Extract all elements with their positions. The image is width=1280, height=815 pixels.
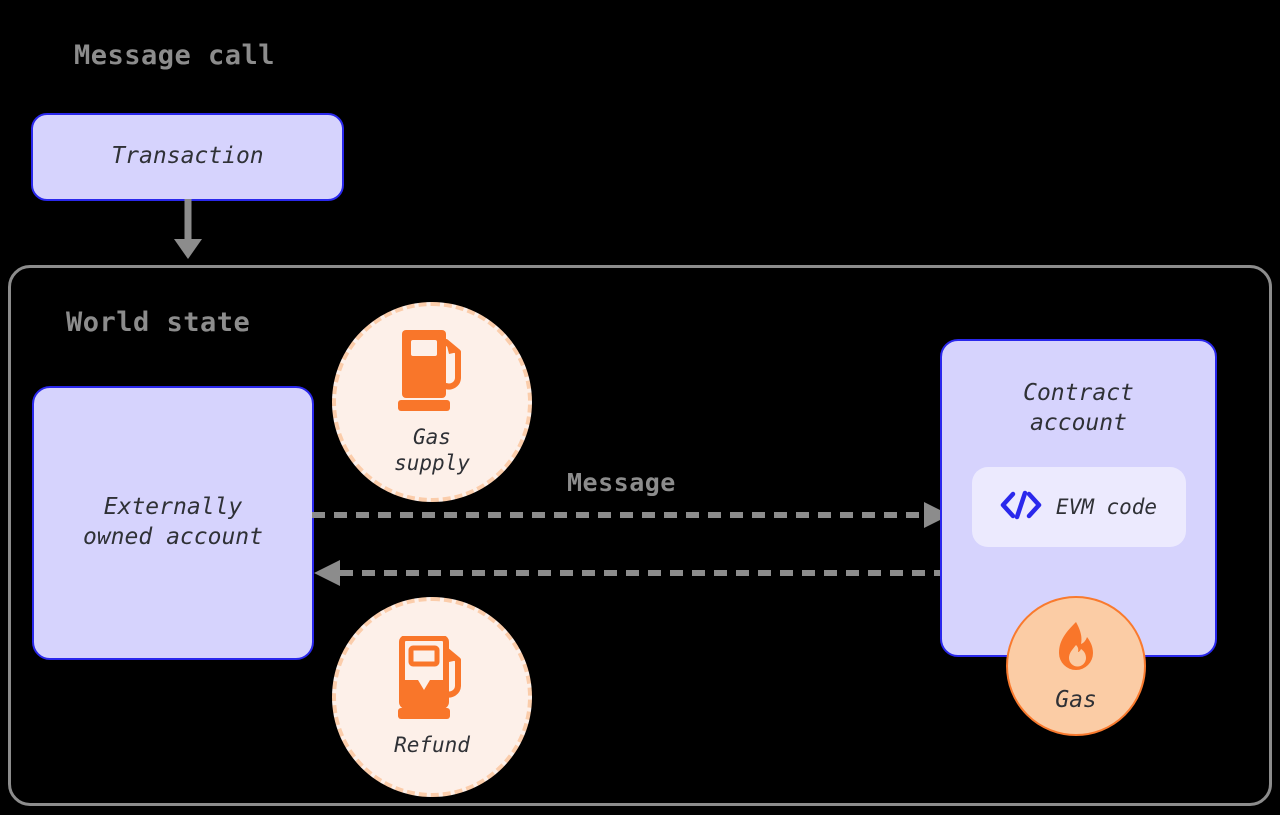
world-state-container — [8, 265, 1272, 806]
contract-label-line1: Contract — [1023, 380, 1134, 406]
evm-code-label: EVM code — [1055, 494, 1158, 519]
refund-label: Refund — [394, 732, 470, 757]
page-title: Message call — [74, 40, 276, 71]
gas-badge-label: Gas — [1055, 687, 1097, 713]
evm-code-chip[interactable]: EVM code — [971, 466, 1186, 547]
eoa-label-line1: Externally — [103, 494, 243, 521]
dashed-arrow-left-icon — [312, 558, 952, 588]
solid-arrow-down-icon — [162, 199, 214, 261]
fuel-pump-full-icon — [396, 328, 468, 418]
transaction-label: Transaction — [111, 143, 264, 170]
gas-supply-line1: Gas — [413, 424, 451, 449]
contract-label: Contract account — [1023, 379, 1134, 439]
gas-supply-line2: supply — [394, 451, 470, 475]
eoa-label: Externally owned account — [83, 493, 263, 553]
world-state-title: World state — [66, 307, 251, 338]
gas-flame-badge[interactable]: Gas — [1006, 596, 1146, 736]
fuel-pump-partial-icon — [396, 634, 468, 726]
message-label: Message — [567, 468, 676, 497]
code-brackets-icon — [1000, 490, 1042, 524]
contract-label-line2: account — [1030, 409, 1127, 436]
transaction-node[interactable]: Transaction — [31, 113, 344, 201]
externally-owned-account-node[interactable]: Externally owned account — [32, 386, 314, 660]
refund-badge[interactable]: Refund — [332, 597, 532, 797]
flame-icon — [1045, 619, 1107, 685]
dashed-arrow-right-icon — [312, 500, 952, 530]
eoa-label-line2: owned account — [82, 524, 263, 550]
